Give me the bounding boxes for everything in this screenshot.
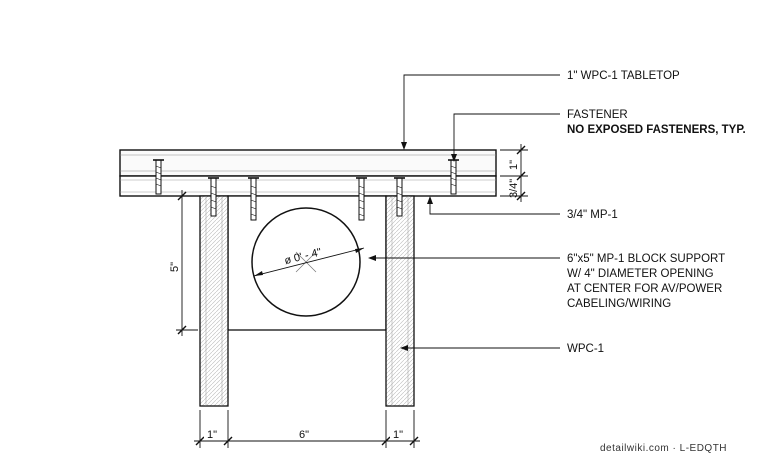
- label-no-exposed-fasteners: NO EXPOSED FASTENERS, TYP.: [567, 124, 746, 136]
- dim-gap: 6": [299, 429, 309, 441]
- dim-leg-left: 1": [207, 429, 217, 441]
- dimension-bottom: [194, 410, 420, 448]
- screws: [153, 159, 459, 221]
- screw-icon: [153, 159, 164, 195]
- leader-tabletop: [403, 74, 560, 146]
- screw-icon: [356, 177, 367, 221]
- label-tabletop: 1" WPC-1 TABLETOP: [567, 70, 680, 82]
- leader-fastener: [453, 113, 560, 158]
- screw-icon: [208, 177, 219, 217]
- label-block-line4: CABELING/WIRING: [567, 298, 671, 310]
- leg-right: [385, 195, 415, 407]
- leader-mp1: [429, 200, 560, 215]
- watermark: detailwiki.com · L-EDQTH: [600, 443, 727, 454]
- label-fastener: FASTENER: [567, 109, 628, 121]
- dimension-left: [176, 190, 198, 336]
- dim-block-height: 5": [169, 262, 181, 272]
- label-block-line2: W/ 4" DIAMETER OPENING: [567, 268, 714, 280]
- leg-left: [199, 195, 229, 407]
- leaders: [368, 74, 560, 351]
- callout-labels: 1" WPC-1 TABLETOP FASTENER NO EXPOSED FA…: [567, 70, 746, 355]
- dim-top-thickness: 1": [508, 160, 520, 170]
- mp1-layer: [119, 175, 497, 197]
- label-block-line1: 6"x5" MP-1 BLOCK SUPPORT: [567, 253, 725, 265]
- label-wpc1: WPC-1: [567, 343, 604, 355]
- dimension-right: [500, 144, 528, 202]
- tabletop: [119, 149, 497, 177]
- dim-mp-thickness: 3/4": [508, 179, 520, 198]
- label-block-line3: AT CENTER FOR AV/POWER: [567, 283, 722, 295]
- label-mp1: 3/4" MP-1: [567, 209, 618, 221]
- screw-icon: [248, 177, 259, 221]
- dim-leg-right: 1": [393, 429, 403, 441]
- screw-icon: [394, 177, 405, 217]
